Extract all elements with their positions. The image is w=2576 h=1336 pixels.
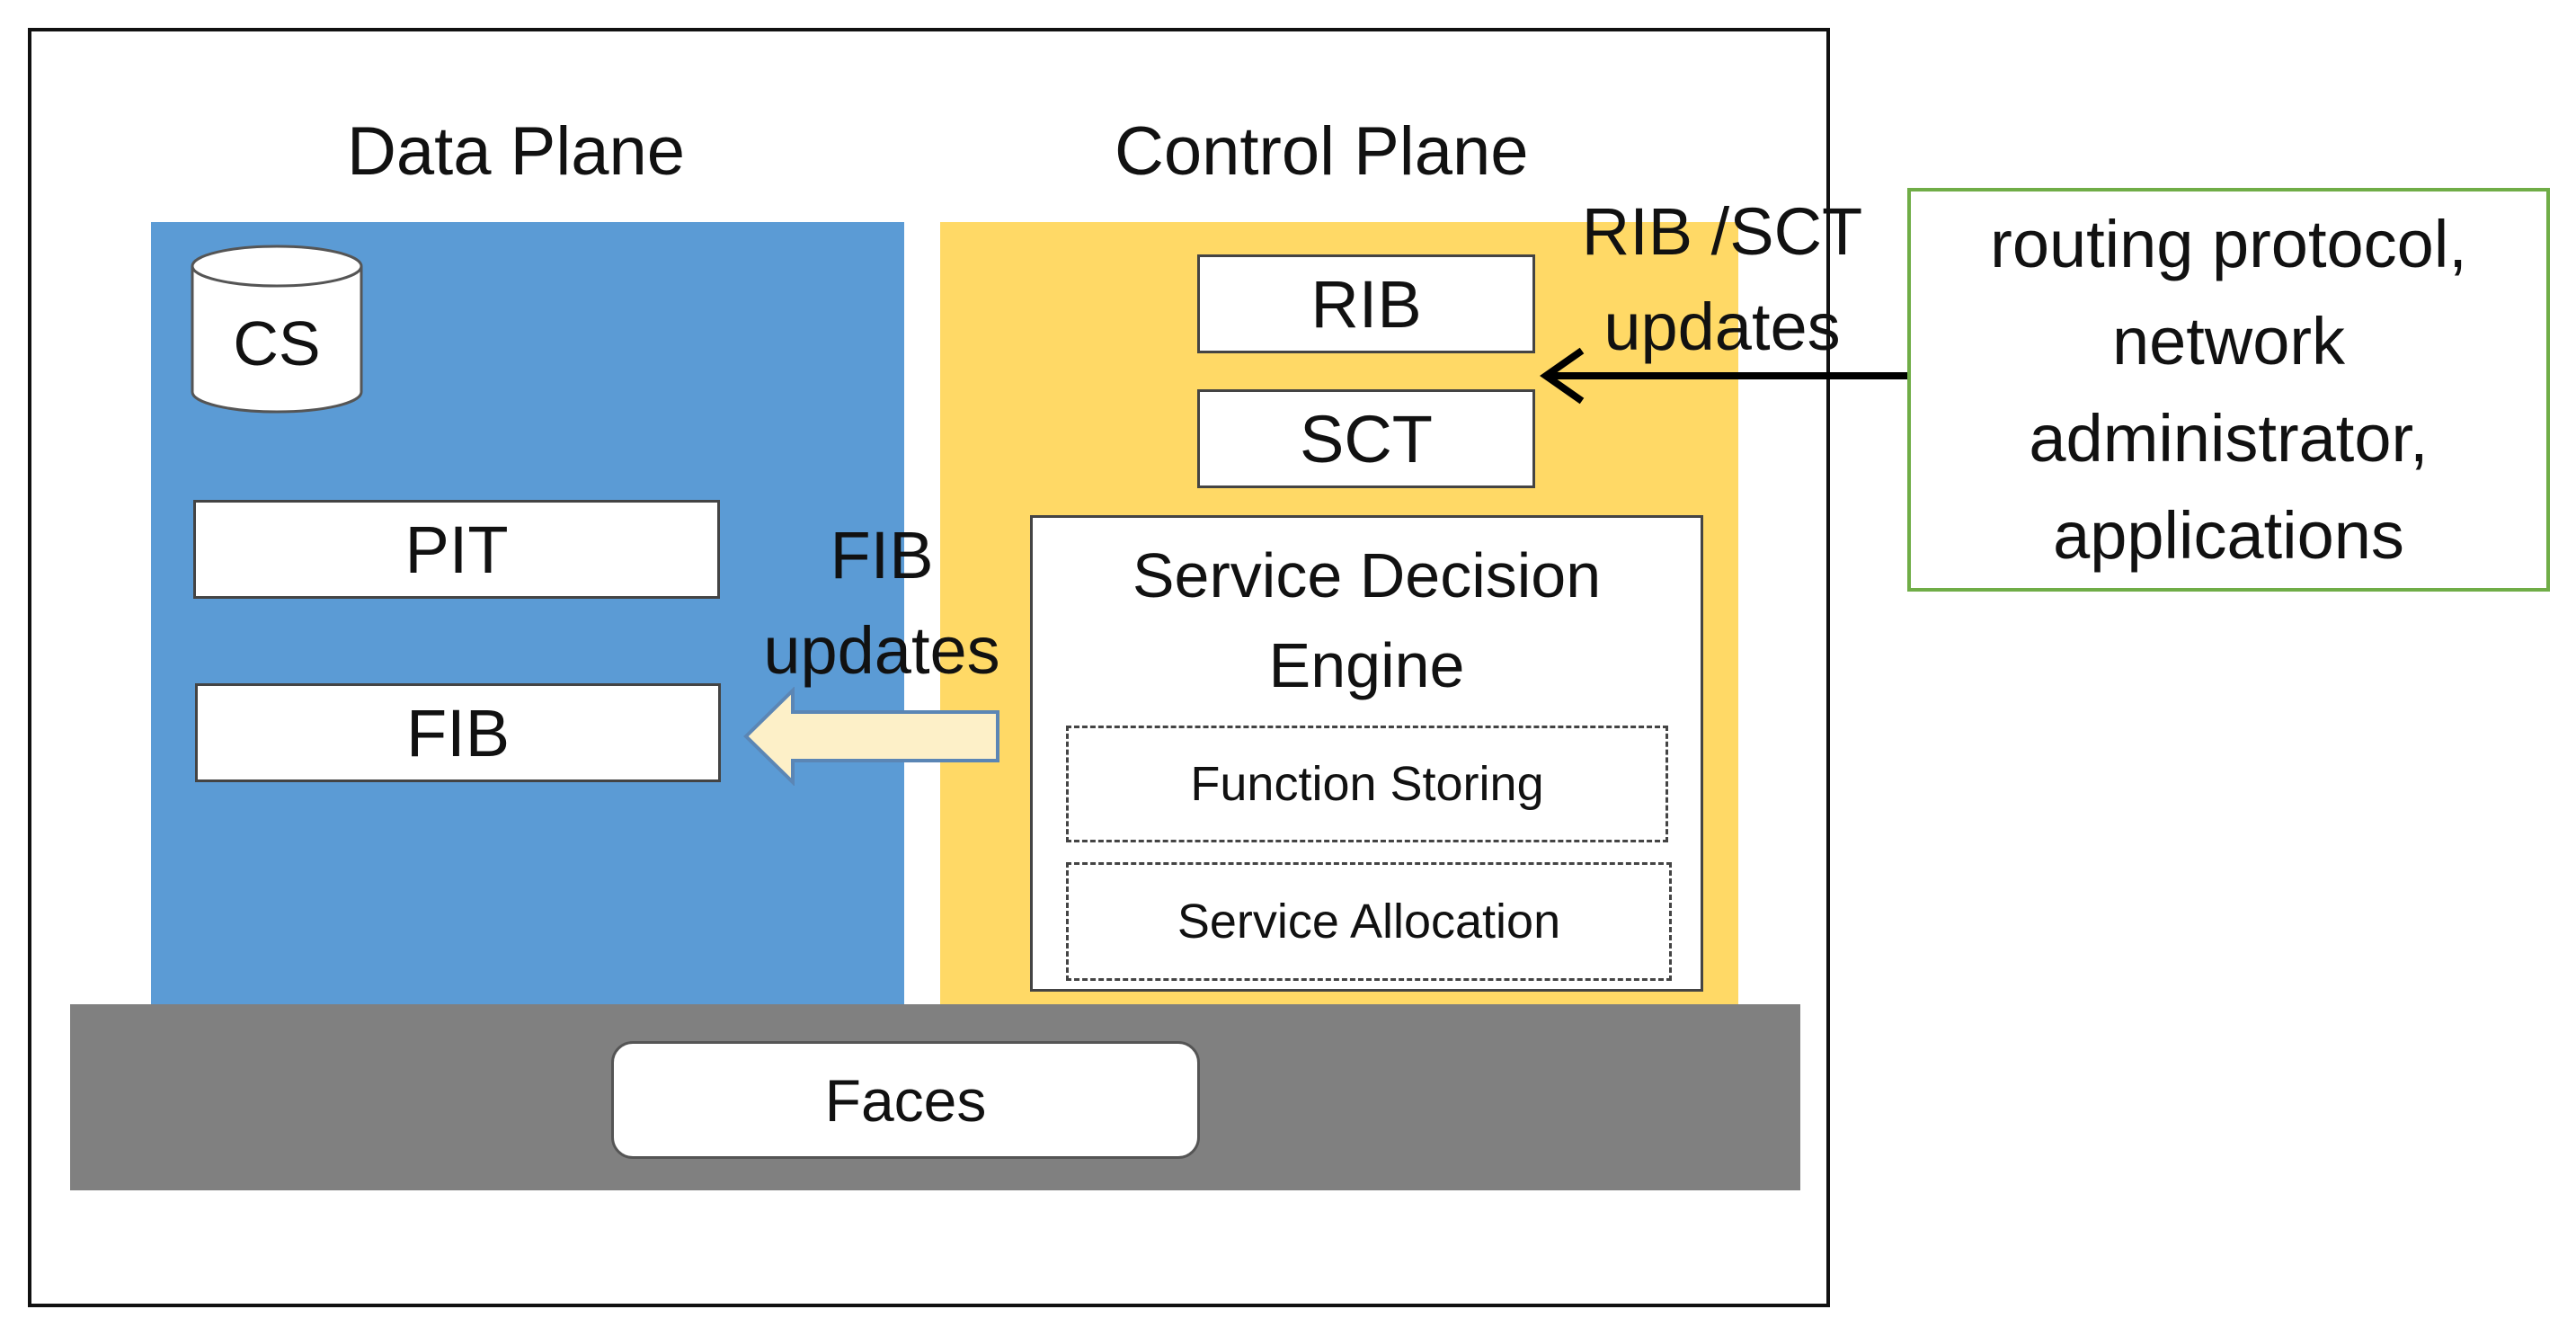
- function-storing-box: Function Storing: [1066, 726, 1668, 842]
- fib-updates-label: FIB updates: [763, 518, 1000, 688]
- external-actors-label: routing protocol, network administrator,…: [1990, 206, 2467, 573]
- left-block-arrow-icon: [743, 686, 999, 787]
- sct-box: SCT: [1197, 389, 1535, 488]
- fib-box: FIB: [195, 683, 721, 782]
- service-decision-engine-title: Service Decision Engine: [1132, 540, 1602, 700]
- left-arrow-icon: [1540, 347, 1914, 405]
- cs-store: CS: [189, 241, 365, 417]
- fib-updates-arrow: [742, 686, 1003, 787]
- data-plane-title: Data Plane: [347, 113, 686, 190]
- pit-box: PIT: [193, 500, 720, 599]
- rib-sct-updates-arrow: [1537, 342, 1914, 414]
- rib-sct-updates-label: RIB /SCT updates: [1581, 194, 1863, 364]
- faces-box: Faces: [611, 1041, 1200, 1159]
- service-allocation-box: Service Allocation: [1066, 862, 1672, 981]
- control-plane-title: Control Plane: [1115, 113, 1529, 190]
- external-actors-box: routing protocol, network administrator,…: [1907, 188, 2550, 592]
- cs-label: CS: [233, 308, 320, 379]
- rib-box: RIB: [1197, 254, 1535, 353]
- cs-cylinder-icon: CS: [191, 245, 363, 414]
